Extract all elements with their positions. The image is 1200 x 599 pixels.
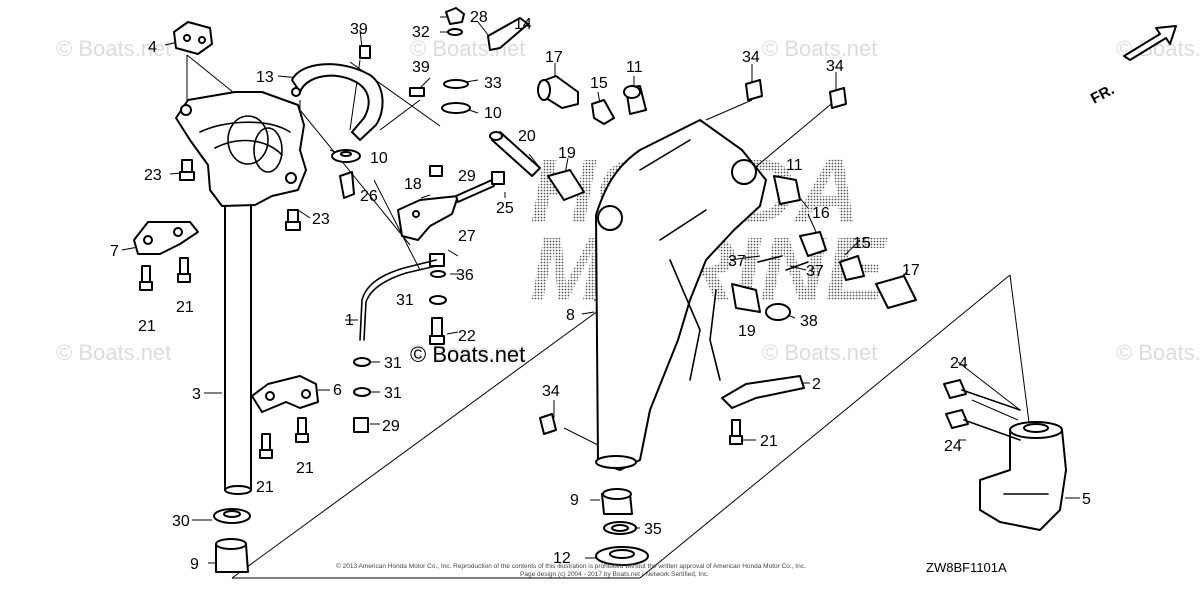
callout-label: 17 (902, 262, 920, 279)
callout-label: 31 (384, 355, 402, 372)
callout-label: 38 (800, 313, 818, 330)
parts-center-small (331, 7, 529, 433)
callout-label: 29 (382, 418, 400, 435)
callout-label: 28 (470, 9, 488, 26)
watermark: © Boats.net (1116, 340, 1200, 365)
swivel-case (595, 119, 767, 471)
callout-label: 4 (148, 39, 157, 56)
center-watermark: © Boats.net (410, 342, 525, 367)
part-7-bracket (133, 221, 199, 255)
callout-label: 27 (458, 228, 476, 245)
callout-label: 2 (812, 376, 821, 393)
callout-label: 19 (558, 145, 576, 162)
callout-label: 24 (944, 438, 962, 455)
callout-label: 36 (456, 267, 474, 284)
copyright-notice: © 2013 American Honda Motor Co., Inc. Re… (336, 562, 806, 570)
parts-bottom-middle (595, 488, 649, 566)
callout-label: 37 (728, 253, 746, 270)
callout-label: 16 (812, 205, 830, 222)
part-6-bracket (251, 375, 319, 413)
parts-top-bushings (489, 75, 847, 201)
parts-right-middle (539, 175, 917, 445)
callout-label: 22 (458, 328, 476, 345)
callout-label: 23 (144, 167, 162, 184)
part-9-bushing (215, 538, 249, 573)
callout-label: 31 (396, 292, 414, 309)
callout-label: 10 (484, 105, 502, 122)
part-5-bracket (943, 379, 1067, 531)
callout-label: 13 (256, 69, 274, 86)
callout-label: 20 (518, 128, 536, 145)
part-4-block (173, 21, 213, 55)
callout-label: 8 (566, 307, 575, 324)
callout-label: 15 (853, 235, 871, 252)
callout-label: 23 (312, 211, 330, 228)
steering-housing (175, 91, 307, 207)
callout-label: 17 (545, 49, 563, 66)
callout-label: 21 (256, 479, 274, 496)
callout-labels: 1 2 3 4 5 6 7 8 9 9 10 10 11 11 12 13 14… (110, 9, 1091, 573)
callout-label: 14 (514, 16, 532, 33)
callout-label: 18 (404, 176, 422, 193)
callout-label: 10 (370, 150, 388, 167)
callout-label: 39 (350, 21, 368, 38)
callout-label: 24 (950, 355, 968, 372)
callout-label: 29 (458, 168, 476, 185)
callout-label: 33 (484, 75, 502, 92)
callout-label: 30 (172, 513, 190, 530)
page-design-notice: Page design (c) 2004 - 2017 by Boats.net… (520, 571, 709, 578)
bolts-left (139, 45, 425, 459)
callout-label: 9 (570, 492, 579, 509)
callout-label: 7 (110, 243, 119, 260)
front-arrow-icon (1123, 25, 1177, 61)
steering-shaft (224, 199, 252, 491)
callout-label: 11 (626, 59, 643, 76)
watermark: © Boats.net (762, 36, 877, 61)
front-direction-label: FR. (1088, 81, 1117, 107)
callout-label: 34 (742, 49, 760, 66)
callout-label: 9 (190, 556, 199, 573)
part-8-swivel-case (595, 119, 767, 471)
callout-label: 32 (412, 24, 430, 41)
part-steering-handle-base (175, 91, 307, 495)
watermark: © Boats.net (762, 340, 877, 365)
callout-label: 3 (192, 386, 201, 403)
callout-label: 6 (333, 382, 342, 399)
callout-label: 39 (412, 59, 430, 76)
callout-label: 25 (496, 200, 514, 217)
part-30-washer (213, 508, 251, 524)
callout-label: 21 (760, 433, 778, 450)
part-13-arc-bracket (291, 63, 384, 141)
callout-label: 34 (826, 58, 844, 75)
callout-label: 31 (384, 385, 402, 402)
callout-label: 21 (176, 299, 194, 316)
callout-label: 21 (138, 318, 156, 335)
watermark: © Boats.net (56, 340, 171, 365)
callout-label: 21 (296, 460, 314, 477)
callout-label: 35 (644, 521, 662, 538)
callout-label: 5 (1082, 491, 1091, 508)
diagram-code: ZW8BF1101A (926, 560, 1007, 575)
callout-label: 11 (786, 157, 803, 174)
callout-label: 19 (738, 323, 756, 340)
watermark: © Boats.net (56, 36, 171, 61)
callout-label: 26 (360, 188, 378, 205)
callout-label: 37 (806, 263, 824, 280)
callout-label: 15 (590, 75, 608, 92)
callout-label: 34 (542, 383, 560, 400)
callout-label: 1 (345, 312, 354, 329)
callout-label: 12 (553, 550, 571, 567)
